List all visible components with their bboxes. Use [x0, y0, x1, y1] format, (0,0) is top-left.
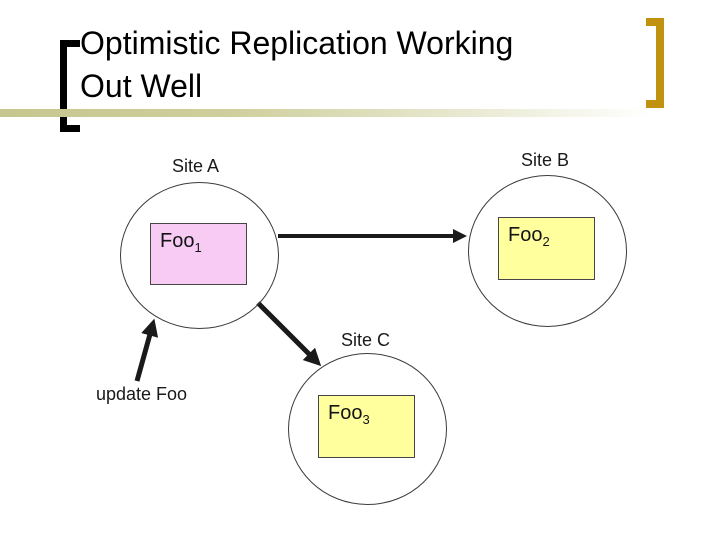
arrow-update-foo-to-site-a — [134, 318, 159, 382]
site-a-replica-box: Foo1 — [150, 223, 247, 285]
slide-title: Optimistic Replication Working Out Well — [80, 22, 640, 108]
site-b-replica-box: Foo2 — [498, 217, 595, 280]
arrow-site-a-to-site-c — [256, 301, 322, 367]
title-right-bracket — [656, 18, 664, 108]
slide-title-line2: Out Well — [80, 68, 203, 104]
site-c-circle — [288, 353, 447, 505]
title-right-bracket-top-arm — [646, 18, 664, 26]
title-left-bracket-top-arm — [60, 40, 80, 47]
site-c-label: Site C — [341, 330, 391, 350]
site-a-circle — [120, 182, 279, 329]
site-b-replica-label: Foo — [508, 224, 543, 246]
title-left-bracket — [60, 40, 67, 132]
site-c-replica-subscript: 3 — [362, 412, 370, 427]
site-a-replica-label: Foo — [160, 230, 195, 252]
title-right-bracket-bottom-arm — [646, 100, 664, 108]
site-a-label: Site A — [172, 156, 220, 176]
site-c-replica-label: Foo — [328, 402, 363, 424]
site-b-replica-subscript: 2 — [542, 234, 550, 249]
update-foo-annotation: update Foo — [96, 384, 188, 404]
site-b-label: Site B — [521, 150, 570, 170]
title-left-bracket-bottom-arm — [60, 125, 80, 132]
slide-title-line1: Optimistic Replication Working — [80, 25, 514, 61]
site-c-replica-box: Foo3 — [318, 395, 415, 458]
site-b-circle — [468, 175, 627, 327]
site-a-replica-subscript: 1 — [194, 240, 202, 255]
title-divider-rule — [0, 109, 672, 117]
